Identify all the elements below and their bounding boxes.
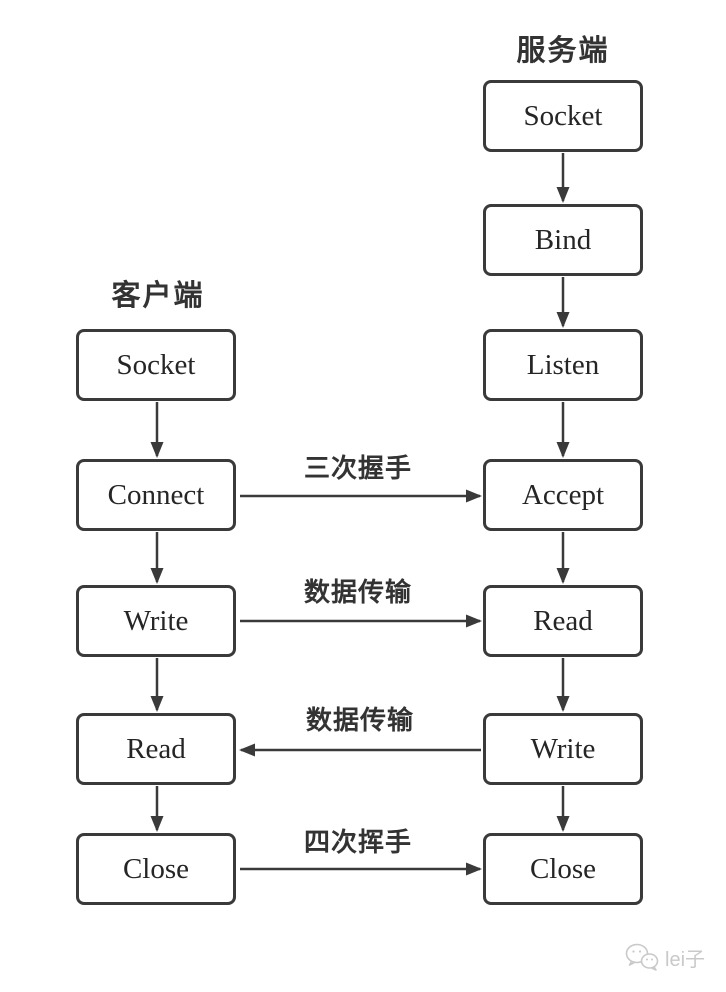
- wechat-icon: [624, 942, 660, 972]
- node-server-read: Read: [483, 585, 643, 657]
- node-client-write: Write: [76, 585, 236, 657]
- watermark-text: lei子: [665, 948, 706, 971]
- node-client-connect: Connect: [76, 459, 236, 531]
- edge-label-data-transfer-2: 数据传输: [305, 705, 415, 735]
- server-column-title: 服务端: [516, 35, 610, 67]
- node-client-socket: Socket: [76, 329, 236, 401]
- watermark: lei子: [624, 942, 705, 972]
- node-server-listen: Listen: [483, 329, 643, 401]
- edge-label-three-way-handshake: 三次握手: [303, 453, 413, 483]
- node-client-read: Read: [76, 713, 236, 785]
- node-server-accept: Accept: [483, 459, 643, 531]
- node-client-close: Close: [76, 833, 236, 905]
- node-server-close: Close: [483, 833, 643, 905]
- node-server-socket: Socket: [483, 80, 643, 152]
- edge-label-data-transfer-1: 数据传输: [303, 577, 413, 607]
- node-server-write: Write: [483, 713, 643, 785]
- node-server-bind: Bind: [483, 204, 643, 276]
- edge-label-four-way-wave: 四次挥手: [303, 827, 413, 857]
- client-column-title: 客户端: [111, 280, 205, 312]
